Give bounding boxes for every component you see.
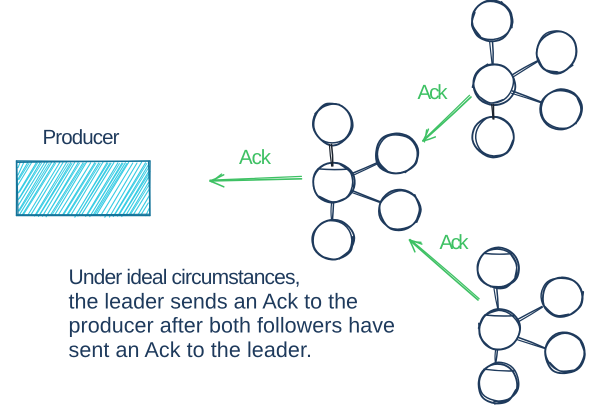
svg-text:producer after both followers: producer after both followers have [69, 314, 396, 338]
svg-text:sent an Ack to the leader.: sent an Ack to the leader. [69, 338, 313, 362]
svg-text:Ack: Ack [239, 146, 272, 169]
svg-text:Producer: Producer [43, 126, 120, 149]
svg-text:Ack: Ack [440, 231, 470, 254]
svg-text:Ack: Ack [418, 81, 449, 104]
svg-text:the leader sends an Ack to the: the leader sends an Ack to the [69, 289, 359, 313]
svg-text:Under ideal circumstances,: Under ideal circumstances, [69, 266, 301, 289]
